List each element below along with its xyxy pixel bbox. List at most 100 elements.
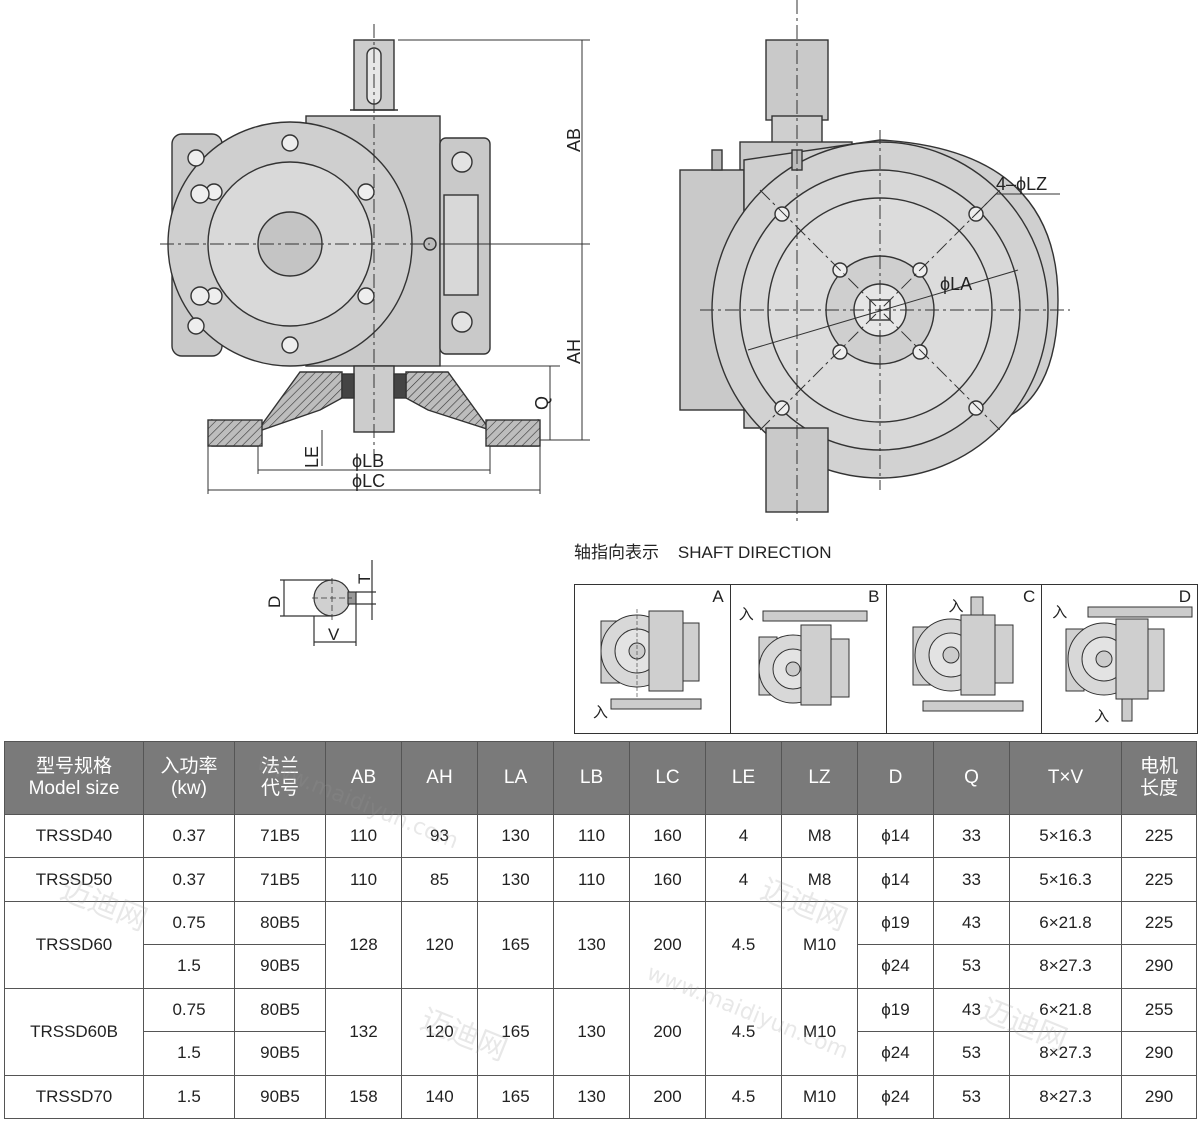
- cell-tv: 8×27.3: [1009, 1031, 1122, 1076]
- cell-lc: 200: [629, 1074, 706, 1120]
- col-q: Q: [933, 741, 1010, 815]
- cell-q: 53: [933, 1031, 1010, 1076]
- dim-la: ϕLA: [940, 274, 972, 294]
- table-row: 1.5 90B5 ϕ24 53 8×27.3 290: [5, 1031, 1197, 1076]
- col-ah: AH: [401, 741, 478, 815]
- gearbox-sketch-c: [912, 596, 1023, 712]
- cell-ab: 158: [325, 1074, 402, 1120]
- table-row: TRSSD40 0.37 71B5 110 93 130 110 160 4 M…: [4, 814, 1197, 859]
- front-view: [160, 24, 590, 494]
- cell-la: 165: [477, 900, 554, 989]
- cell-d: ϕ14: [857, 857, 934, 902]
- col-lz: LZ: [781, 741, 858, 815]
- cell-length: 290: [1121, 1074, 1197, 1120]
- table-row: TRSSD60B 0.75 80B5 132 120 165 130 200 4…: [4, 987, 1197, 1076]
- cell-le: 4.5: [705, 987, 782, 1076]
- col-model: 型号规格 Model size: [4, 741, 144, 815]
- panel-a-input-label: 入: [593, 704, 609, 721]
- panel-b-input-label: 入: [738, 606, 754, 623]
- cell-d: ϕ19: [857, 900, 934, 946]
- cell-q: 53: [933, 1074, 1010, 1120]
- cell-lc: 160: [629, 857, 706, 902]
- cell-flange: 90B5: [234, 1074, 326, 1120]
- side-view: [679, 0, 1070, 524]
- panel-d-label: D: [1178, 587, 1191, 606]
- cell-kw: 0.37: [143, 857, 235, 902]
- cell-length: 225: [1121, 900, 1197, 946]
- cell-lb: 130: [553, 987, 630, 1076]
- front-view-labels: AB AH Q LE ϕLB ϕLC: [302, 128, 584, 491]
- cell-kw: 1.5: [143, 944, 235, 989]
- cell-kw: 0.37: [143, 814, 235, 859]
- cell-model: TRSSD40: [4, 814, 144, 859]
- panel-c-input-label: 入: [948, 598, 964, 615]
- table-header: 型号规格 Model size 入功率 (kw) 法兰 代号 AB AH LA …: [4, 741, 1197, 815]
- side-view-labels: 4–ϕLZ ϕLA: [940, 174, 1047, 294]
- cell-d: ϕ19: [857, 987, 934, 1033]
- col-length: 电机 长度: [1121, 741, 1197, 815]
- cell-flange: 71B5: [234, 814, 326, 859]
- technical-drawing: AB AH Q LE ϕLB ϕLC: [160, 0, 1070, 646]
- table-row: TRSSD70 1.5 90B5 158 140 165 130 200 4.5…: [4, 1074, 1197, 1120]
- cell-lz: M10: [781, 1074, 858, 1120]
- dim-ah: AH: [564, 339, 584, 364]
- cell-le: 4: [705, 857, 782, 902]
- cell-la: 130: [477, 857, 554, 902]
- cell-lb: 130: [553, 900, 630, 989]
- col-lc: LC: [629, 741, 706, 815]
- cell-le: 4.5: [705, 1074, 782, 1120]
- col-le: LE: [705, 741, 782, 815]
- dim-lz: 4–ϕLZ: [996, 174, 1047, 194]
- shaft-direction-panel-d: D 入 入: [1042, 585, 1197, 733]
- table-row: TRSSD60 0.75 80B5 128 120 165 130 200 4.…: [4, 900, 1197, 989]
- dim-d: D: [265, 596, 284, 608]
- cell-kw: 1.5: [143, 1031, 235, 1076]
- dim-q: Q: [532, 396, 552, 410]
- cell-lb: 110: [553, 857, 630, 902]
- shaft-direction-title: 轴指向表示 SHAFT DIRECTION: [574, 543, 832, 562]
- cell-lz: M8: [781, 857, 858, 902]
- gearbox-sketch-a: [600, 609, 702, 710]
- cell-lz: M10: [781, 987, 858, 1076]
- cell-ab: 110: [325, 814, 402, 859]
- gearbox-sketch-b: [758, 610, 868, 706]
- col-tv: T×V: [1009, 741, 1122, 815]
- dim-t: T: [355, 574, 374, 584]
- dim-ab: AB: [564, 128, 584, 152]
- cell-ab: 132: [325, 987, 402, 1076]
- panel-d-input-label-bottom: 入: [1094, 708, 1110, 725]
- cell-kw: 1.5: [143, 1074, 235, 1120]
- cell-q: 43: [933, 900, 1010, 946]
- panel-d-input-label: 入: [1052, 604, 1068, 621]
- cell-le: 4: [705, 814, 782, 859]
- cell-q: 33: [933, 857, 1010, 902]
- shaft-direction-panel-c: C 入: [887, 585, 1043, 733]
- col-kw: 入功率 (kw): [143, 741, 235, 815]
- cell-tv: 8×27.3: [1009, 1074, 1122, 1120]
- cell-q: 53: [933, 944, 1010, 989]
- cell-model: TRSSD60: [4, 900, 144, 989]
- col-ab: AB: [325, 741, 402, 815]
- shaft-key-labels: D T V: [265, 574, 374, 644]
- cell-lz: M8: [781, 814, 858, 859]
- cell-kw: 0.75: [143, 900, 235, 946]
- spec-table: 型号规格 Model size 入功率 (kw) 法兰 代号 AB AH LA …: [4, 741, 1197, 1120]
- cell-ah: 120: [401, 900, 478, 989]
- panel-c-label: C: [1022, 587, 1036, 606]
- cell-length: 225: [1121, 814, 1197, 859]
- col-flange: 法兰 代号: [234, 741, 326, 815]
- shaft-direction-panel-a: A 入: [575, 585, 731, 733]
- cell-flange: 80B5: [234, 987, 326, 1033]
- dim-lc: ϕLC: [352, 471, 385, 491]
- cell-length: 290: [1121, 944, 1197, 989]
- cell-length: 255: [1121, 987, 1197, 1033]
- gearbox-sketch-d: [1065, 606, 1193, 722]
- cell-la: 165: [477, 987, 554, 1076]
- cell-q: 33: [933, 814, 1010, 859]
- dim-lb: ϕLB: [352, 451, 384, 471]
- cell-le: 4.5: [705, 900, 782, 989]
- col-la: LA: [477, 741, 554, 815]
- col-d: D: [857, 741, 934, 815]
- cell-length: 225: [1121, 857, 1197, 902]
- shaft-key-detail: [280, 560, 376, 646]
